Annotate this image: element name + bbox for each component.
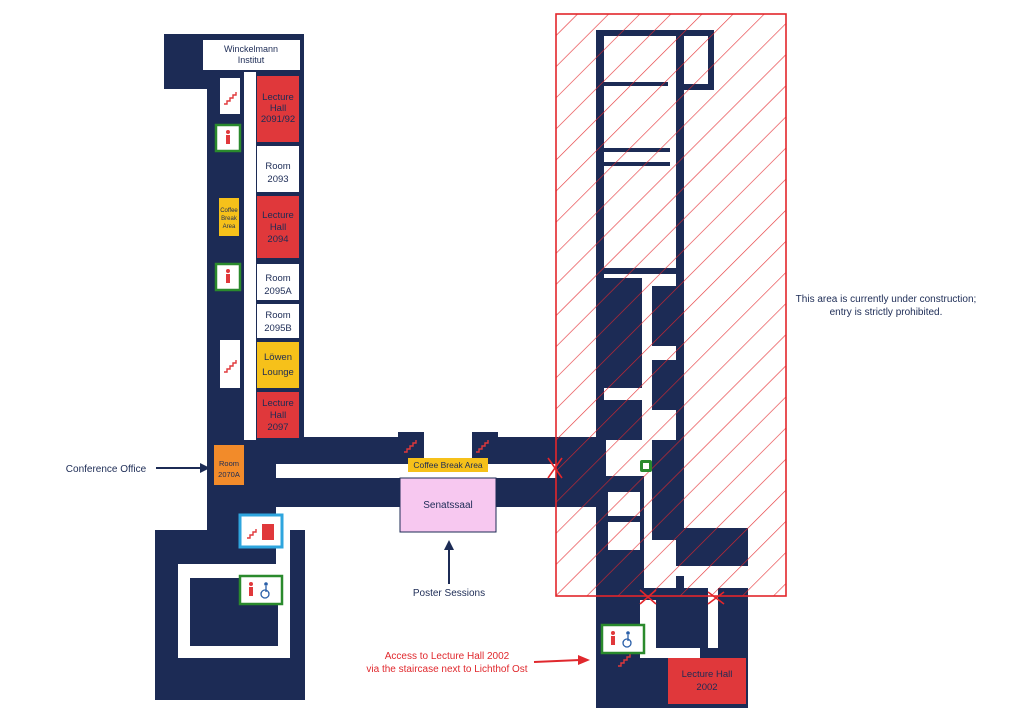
restroom-icon[interactable] [238, 574, 284, 606]
lh-2097-label-line1: Lecture [262, 398, 294, 409]
conference-office-label: Conference Office [66, 464, 147, 475]
room-2070a[interactable] [214, 445, 244, 485]
construction-border [555, 13, 787, 597]
lh-2094-label-line2: Hall [270, 222, 286, 233]
arrow-icon [444, 540, 454, 584]
lecture-hall-2091-room[interactable] [257, 76, 299, 142]
room-2095b[interactable] [257, 304, 299, 338]
wheelchair-icon [622, 631, 632, 648]
coffee-corridor-label: Coffee Break Area [413, 460, 483, 470]
room-2095b-label-line2: 2095B [264, 323, 291, 334]
room-2070a-label-line1: Room [219, 459, 239, 468]
lh-2091-label-line2: Hall [270, 103, 286, 114]
lh-2094-label-line1: Lecture [262, 210, 294, 221]
lh-2091-label-line1: Lecture [262, 92, 294, 103]
coffee-west-label-line3: Area [223, 224, 236, 230]
room-2095b-label-line1: Room [265, 310, 290, 321]
restroom-icon[interactable] [214, 262, 242, 292]
winckelmann-label-line1: Winckelmann [224, 44, 278, 54]
access-note-line1: Access to Lecture Hall 2002 [385, 651, 510, 662]
loewen-lounge-room[interactable] [257, 342, 299, 388]
coffee-break-area-west[interactable] [219, 198, 239, 236]
stairs-icon [404, 440, 417, 453]
lecture-hall-2094-room[interactable] [257, 196, 299, 258]
construction-hatch [556, 14, 786, 596]
loewen-label-line2: Lounge [262, 367, 294, 378]
room-2095a[interactable] [257, 264, 299, 300]
room-2095a-label-line1: Room [265, 273, 290, 284]
construction-note-line2: entry is strictly prohibited. [830, 307, 943, 318]
stairs-icon [476, 440, 489, 453]
room-2093-label-line2: 2093 [267, 174, 288, 185]
blocked-cross-icon [547, 457, 725, 605]
restroom-icon[interactable] [214, 123, 242, 153]
room-2093[interactable] [257, 146, 299, 192]
access-note-line2: via the staircase next to Lichthof Ost [366, 664, 527, 675]
construction-note-line1: This area is currently under constructio… [796, 294, 977, 305]
lecture-hall-2097-room[interactable] [257, 392, 299, 438]
corridor [640, 648, 700, 658]
coffee-break-area-corridor[interactable] [408, 458, 488, 472]
stairs-icon [618, 654, 631, 667]
winckelmann-label-line2: Institut [238, 55, 265, 65]
lecture-hall-2002-room[interactable] [668, 658, 746, 704]
corridor [708, 576, 718, 648]
senatssaal-label: Senatssaal [423, 500, 472, 511]
lh-2097-label-line3: 2097 [267, 422, 288, 433]
lh-2097-label-line2: Hall [270, 410, 286, 421]
elevator-icon[interactable] [238, 513, 284, 549]
arrow-icon [533, 655, 590, 665]
lh-2002-label-line2: 2002 [696, 682, 717, 693]
senatssaal-room[interactable] [399, 477, 497, 533]
lh-2091-label-line3: 2091/92 [261, 114, 295, 125]
wheelchair-icon [260, 582, 270, 599]
loewen-label-line1: Löwen [264, 352, 292, 363]
construction-zone [555, 13, 787, 597]
room-2070a-label-line2: 2070A [218, 470, 240, 479]
lh-2002-label-line1: Lecture Hall [682, 669, 733, 680]
winckelmann-institut-room[interactable] [203, 40, 300, 70]
corridor [244, 72, 256, 550]
coffee-west-label-line1: Coffee [220, 208, 238, 214]
exit-icon [640, 460, 652, 472]
poster-sessions-label: Poster Sessions [413, 588, 485, 599]
room-2093-label-line1: Room [265, 161, 290, 172]
lh-2094-label-line3: 2094 [267, 234, 288, 245]
coffee-west-label-line2: Break [221, 216, 238, 222]
arrow-icon [156, 463, 210, 473]
room-2095a-label-line2: 2095A [264, 286, 292, 297]
restroom-icon[interactable] [600, 623, 646, 655]
stairs-icon [220, 78, 240, 114]
stairs-icon [220, 340, 240, 388]
